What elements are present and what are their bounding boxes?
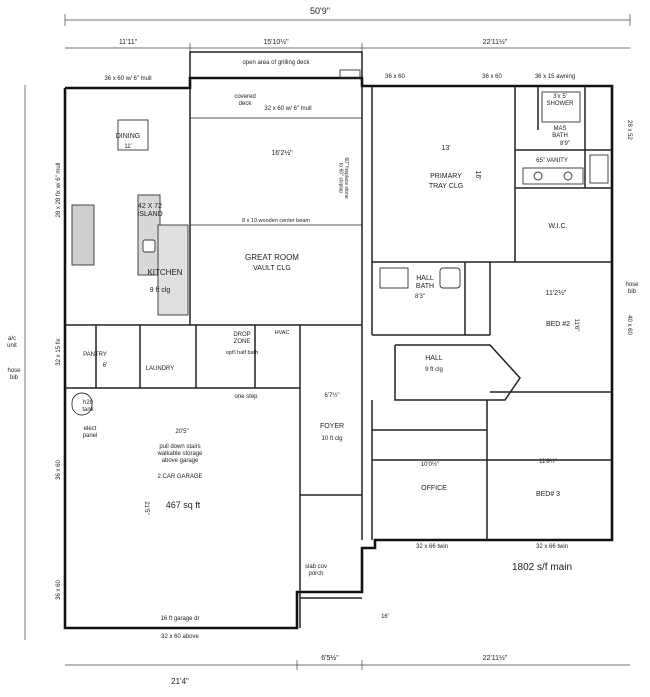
left-a-label: 28 x 28 fix w/ 6" mull [56, 163, 62, 218]
shower-label: 3'x 5'SHOWER [547, 94, 575, 107]
right-a-label: 28 x 52 [626, 120, 632, 140]
right-b-label: 40 x 60 [626, 315, 632, 335]
overall-top-label: 50'9" [310, 6, 330, 16]
half-bath-label: opt'l half bath [226, 350, 259, 356]
foyer-clg-label: 10 ft clg [321, 436, 342, 442]
great-room-w-label: 16'2½" [271, 149, 293, 157]
bed2-h-label: 11'6" [573, 319, 579, 332]
porch-w-label: 16' [381, 614, 389, 620]
front-twin-left-label: 32 x 66 twin [416, 544, 448, 550]
kitchen-clg-label: 9 ft clg [150, 287, 171, 294]
beam-label: 8 x 10 wooden center beam [242, 218, 310, 224]
hvac-label: HVAC [275, 330, 290, 336]
bottom-right-label: 22'11½" [483, 654, 508, 662]
grilling-deck-label: open area of grilling deck [242, 60, 310, 66]
bed3-label: BED# 3 [536, 491, 560, 498]
garage-h-label: 21'5" [143, 501, 149, 514]
office-w-label: 10'0½" [421, 461, 439, 468]
primary-w-label: 13' [441, 145, 450, 152]
left-c-label: 36 x 60 [56, 459, 62, 479]
shower-window-label: 36 x 15 awning [535, 74, 575, 80]
pantry-dim-label: 6' [103, 363, 107, 369]
dining-dim-label: 11' [124, 144, 131, 150]
garage-area-label: 467 sq ft [166, 500, 201, 510]
top-left-label: 36 x 60 w/ 6" mull [104, 76, 151, 82]
garage-label: 2 CAR GARAGE [157, 474, 202, 480]
total-label: 1802 s/f main [512, 562, 572, 573]
foyer-w-label: 6'7½" [325, 392, 340, 399]
one-step-label: one step [234, 394, 258, 400]
garage-w-label: 20'5" [175, 429, 188, 435]
hall-clg-label: 9 ft clg [425, 367, 443, 373]
garage-door-label: 16 ft garage dr [160, 616, 199, 622]
bed2-w-label: 11'2½" [546, 289, 567, 297]
top-left-label: 11'11" [119, 39, 138, 46]
dining-label: DINING [116, 133, 141, 140]
bottom-left-label: 21'4" [171, 677, 189, 686]
wic-label: W.I.C. [548, 223, 567, 230]
bottom-mid-label: 6'5½" [321, 654, 339, 662]
bed3-w-label: 11'8½" [539, 458, 557, 465]
foyer-label: FOYER [320, 423, 344, 430]
primary-window-1-label: 36 x 60 [385, 74, 405, 80]
primary-h-label: 16' [474, 170, 481, 179]
left-d-label: 36 x 60 [56, 579, 62, 599]
kitchen-label: KITCHEN [147, 268, 182, 277]
great-room-clg-label: VAULT CLG [253, 265, 291, 272]
primary-window-2-label: 36 x 60 [482, 74, 502, 80]
covered-deck-window-label: 32 x 60 w/ 6" mull [264, 106, 311, 112]
laundry-label: LAUNDRY [146, 366, 175, 372]
great-room-label: GREAT ROOM [245, 253, 299, 262]
hall-bath-dim-label: 8'3" [415, 294, 425, 300]
top-right-label: 22'11½" [483, 38, 508, 46]
vanity-label: 65" VANITY [536, 158, 568, 164]
primary-clg-label: TRAY CLG [429, 183, 463, 190]
mas-bath-dim-label: 8'9" [560, 141, 570, 147]
hall-label: HALL [425, 355, 443, 362]
office-label: OFFICE [421, 485, 447, 492]
left-b-label: 32 x 15 fix [56, 338, 62, 365]
pantry-label: PANTRY [83, 352, 107, 358]
fireplace-label: 60" fireplace stoneto 60" shiplap [337, 157, 349, 198]
primary-label: PRIMARY [430, 173, 462, 180]
garage-rear-label: 32 x 60 above [161, 634, 199, 640]
front-twin-right-label: 32 x 66 twin [536, 544, 568, 550]
bed2-label: BED #2 [546, 321, 570, 328]
top-mid-label: 15'10½" [263, 38, 289, 46]
